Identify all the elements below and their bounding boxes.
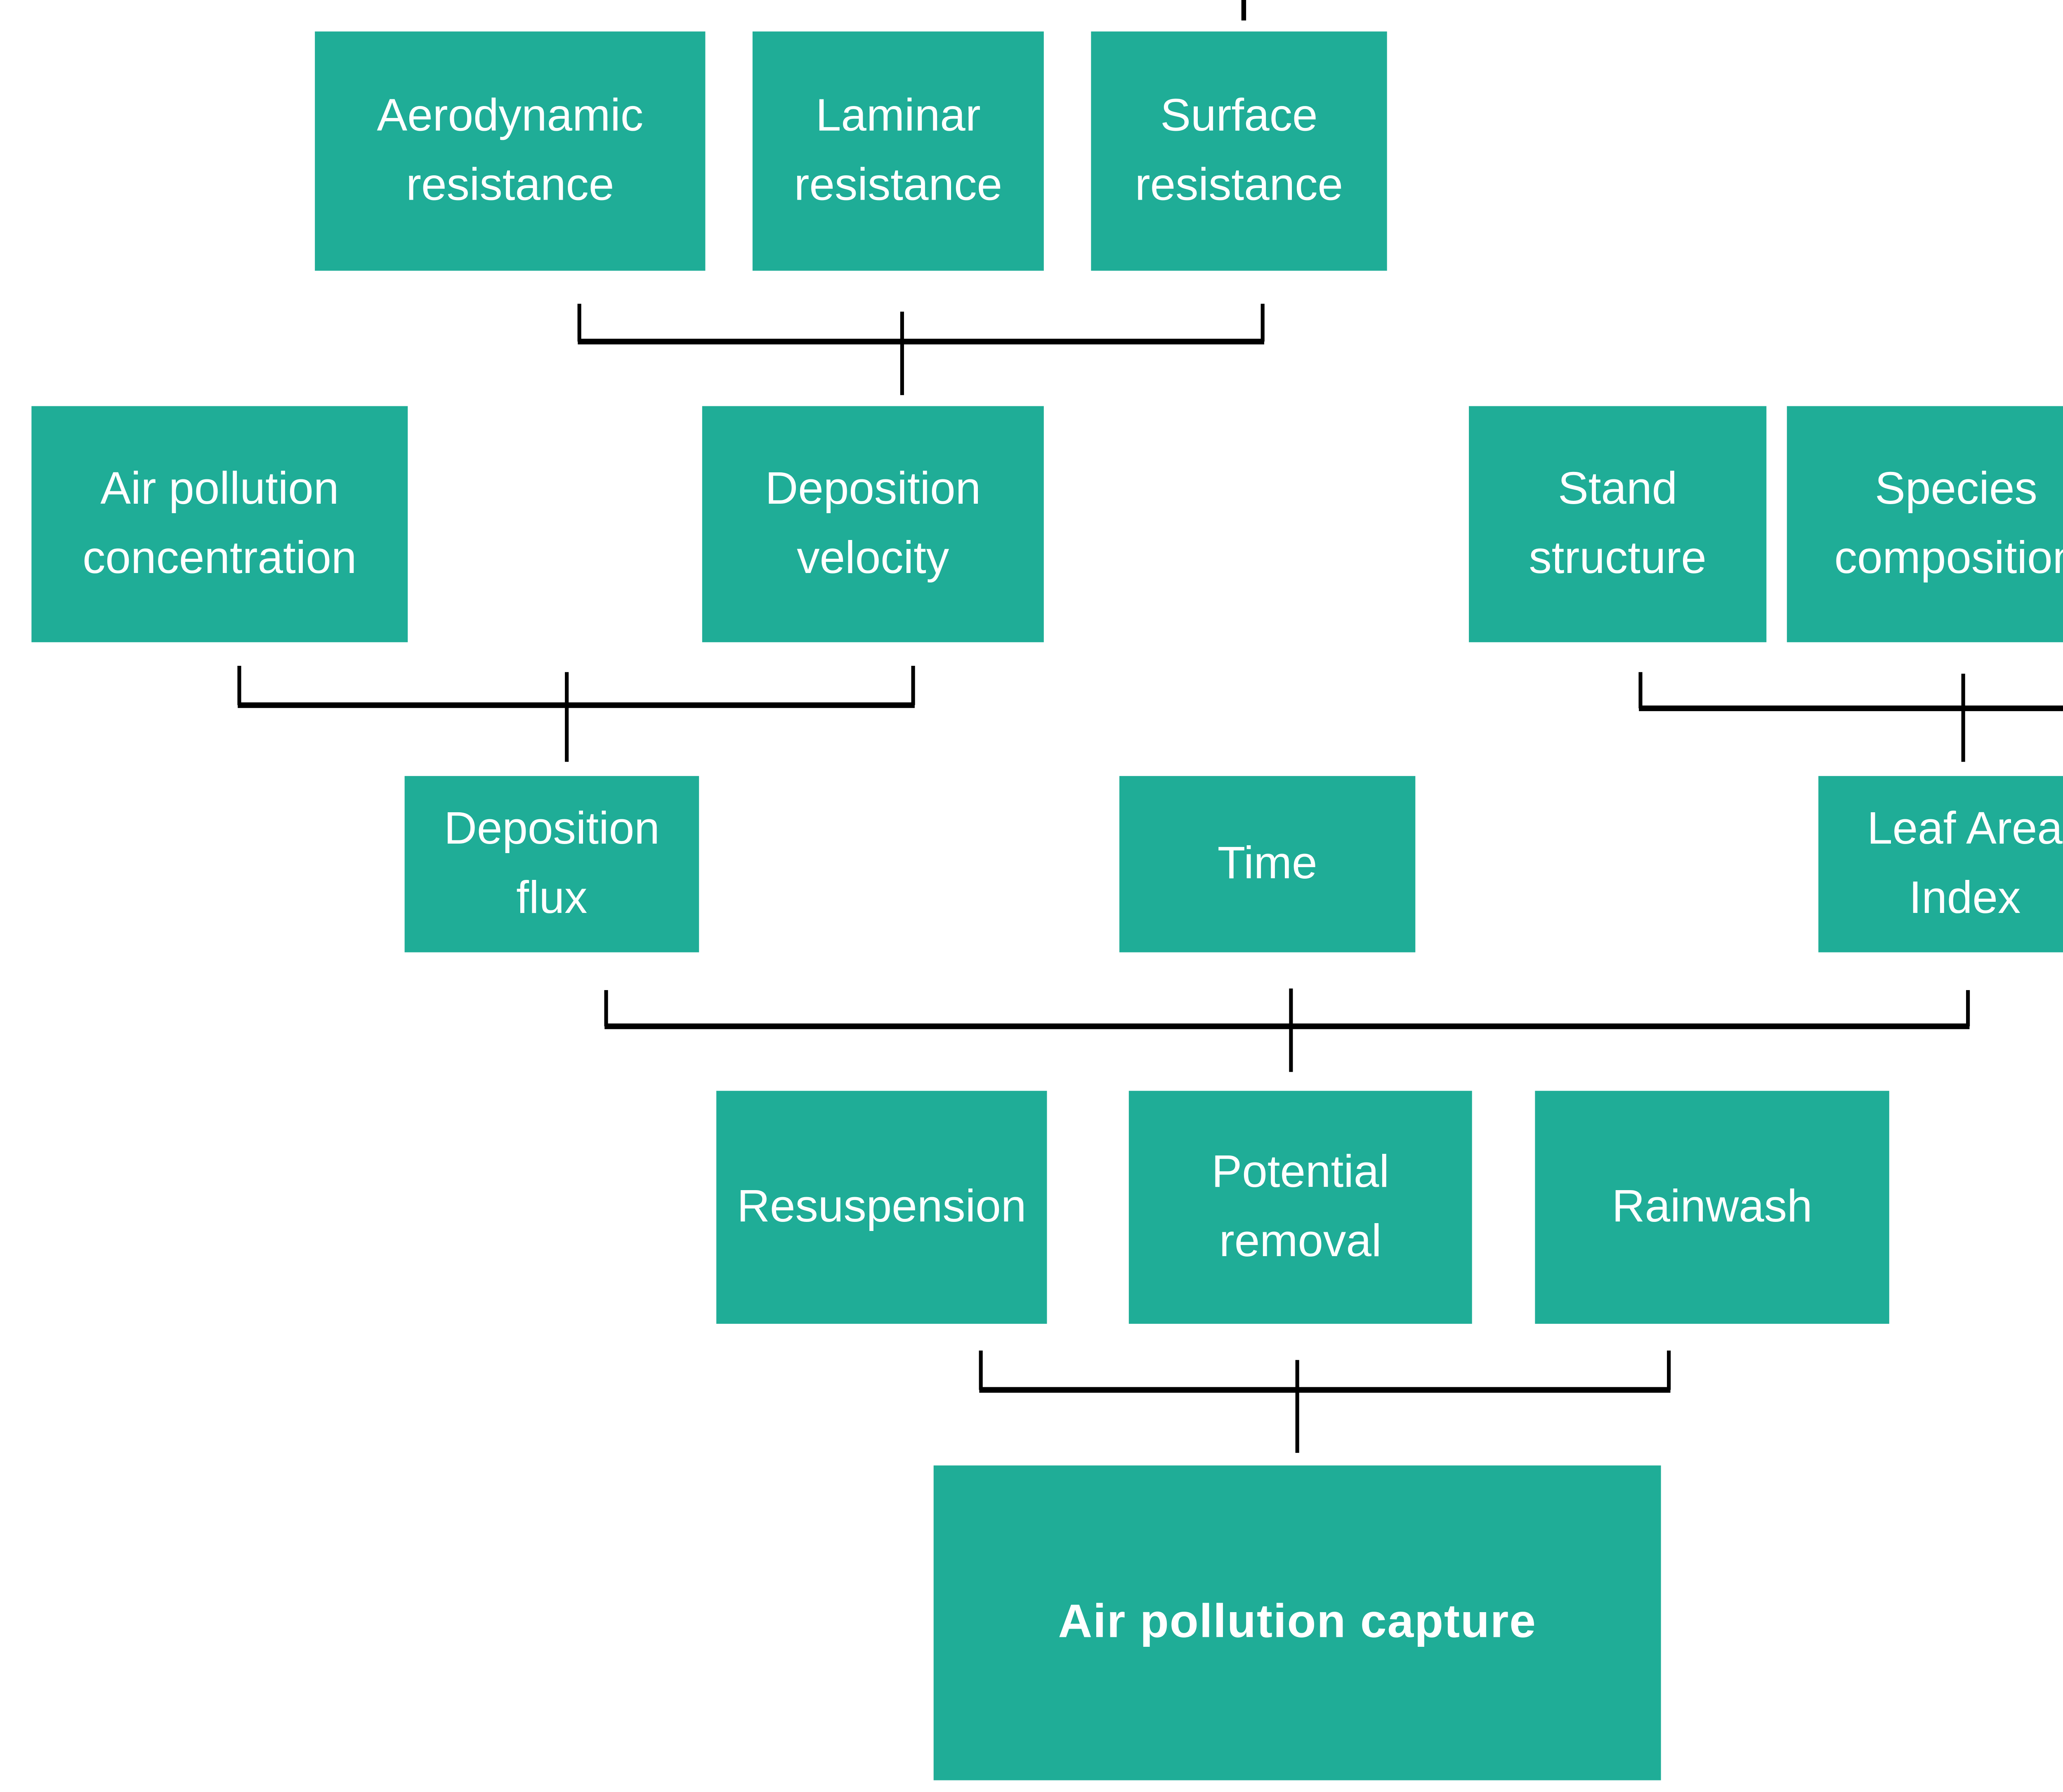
node-potential-removal: Potential removal (1128, 1091, 1472, 1324)
node-time: Time (1119, 776, 1416, 953)
node-air-pollution-concentration: Air pollution concentration (31, 406, 408, 642)
node-label: Air pollution concentration (83, 464, 357, 584)
node-label: Stand structure (1529, 464, 1707, 584)
node-air-pollution-capture: Air pollution capture (933, 1465, 1661, 1780)
node-label: Leaf Area Index (1867, 804, 2063, 924)
bracket-ticks (577, 304, 1265, 342)
node-species-composition: Species composition (1787, 406, 2063, 642)
node-label: Rainwash (1612, 1182, 1813, 1233)
node-leaf-area-index: Leaf Area Index (1818, 776, 2063, 953)
node-label: Time (1217, 839, 1317, 889)
bracket-ticks (1638, 672, 1643, 709)
node-label: Potential removal (1211, 1147, 1390, 1267)
node-resuspension: Resuspension (716, 1091, 1047, 1324)
node-surface-resistance: Surface resistance (1091, 31, 1387, 271)
node-label: Deposition flux (444, 804, 660, 924)
node-deposition-velocity: Deposition velocity (702, 406, 1044, 642)
node-deposition-flux: Deposition flux (404, 776, 699, 953)
node-label: Air pollution capture (1058, 1596, 1537, 1648)
edge-resistances-to-deposition-velocity (577, 304, 1265, 395)
bracket-ticks (604, 990, 1970, 1026)
edge-concentration-velocity-to-deposition-flux (237, 666, 915, 762)
node-label: Resuspension (737, 1182, 1027, 1233)
bracket-ticks (237, 666, 915, 705)
node-label: Laminar resistance (794, 91, 1002, 211)
node-aerodynamic-resistance: Aerodynamic resistance (315, 31, 706, 271)
edge-flux-time-lai-to-potential-removal (604, 988, 1970, 1072)
edge-stand-species-plant-to-leaf-area-index (1638, 672, 2063, 762)
node-rainwash: Rainwash (1535, 1091, 1889, 1324)
edge-resuspension-removal-rainwash-to-capture (979, 1350, 1671, 1453)
bracket-ticks (979, 1350, 1671, 1390)
node-label: Aerodynamic resistance (377, 91, 644, 211)
node-laminar-resistance: Laminar resistance (752, 31, 1044, 271)
node-label: Species composition (1834, 464, 2063, 584)
node-label: Surface resistance (1135, 91, 1343, 211)
node-stand-structure: Stand structure (1469, 406, 1767, 642)
node-label: Deposition velocity (765, 464, 981, 584)
